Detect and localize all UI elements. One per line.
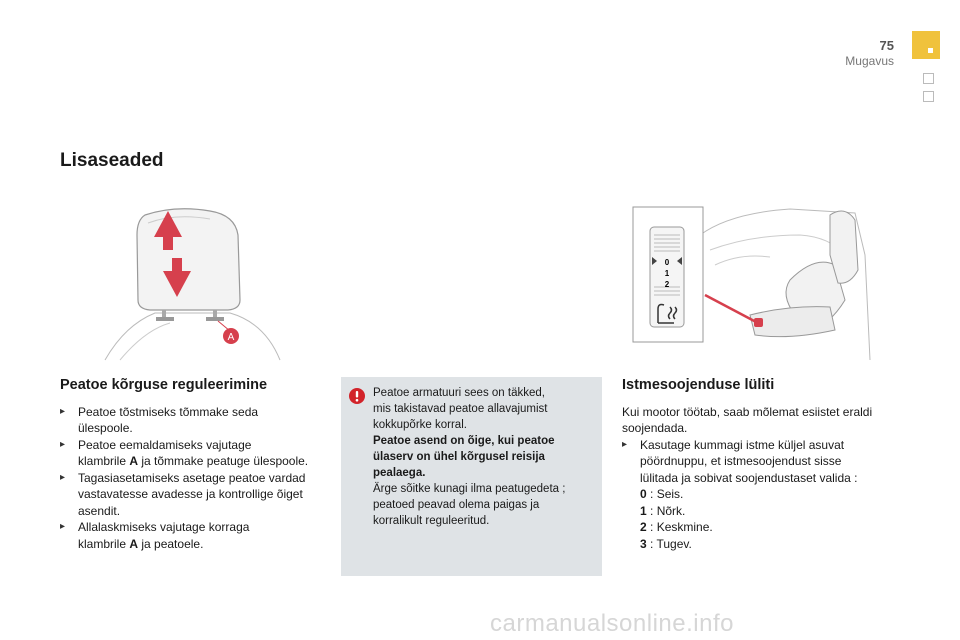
- clip-ref: A: [129, 536, 139, 551]
- warning-line: kokkupõrke korral.: [373, 419, 467, 431]
- headrest-illustration: A: [104, 208, 281, 361]
- seat-heater-title: Istmesoojenduse lüliti: [622, 377, 775, 393]
- level-label: : Tugev.: [646, 536, 692, 551]
- chapter-tab-active[interactable]: [912, 31, 940, 59]
- headrest-list: Peatoe tõstmiseks tõmmake seda ülespoole…: [60, 404, 325, 553]
- warning-line: peatoed peavad olema paigas ja: [373, 499, 540, 511]
- level-key: 3: [640, 536, 647, 551]
- warning-box: [341, 377, 602, 576]
- level-key: 1: [640, 503, 647, 518]
- list-item: Allalaskmiseks vajutage korraga klambril…: [60, 519, 325, 552]
- list-item: Peatoe tõstmiseks tõmmake seda ülespoole…: [60, 404, 325, 437]
- level-key: 2: [640, 520, 647, 534]
- item-text: klambrile: [78, 536, 130, 551]
- chapter-label: Mugavus: [845, 54, 894, 68]
- up-arrow-icon: [154, 211, 182, 250]
- chapter-tab[interactable]: [923, 73, 934, 84]
- item-line: Allalaskmiseks vajutage korraga: [78, 520, 250, 534]
- headrest-title: Peatoe kõrguse reguleerimine: [60, 377, 268, 393]
- seat-heater-list: Kasutage kummagi istme küljel asuvat pöö…: [622, 437, 897, 553]
- dial-label: 2: [665, 280, 670, 289]
- clip-label-a: [223, 328, 239, 344]
- page-number: 75: [879, 38, 894, 53]
- level-label: : Nõrk.: [646, 503, 686, 518]
- level-label: : Keskmine.: [646, 520, 713, 534]
- list-item: Kasutage kummagi istme küljel asuvat pöö…: [622, 437, 897, 553]
- item-line: ülespoole.: [78, 421, 133, 435]
- warning-line-bold: ülaserv on ühel kõrgusel reisija: [373, 451, 545, 463]
- item-line: klambrile A ja peatoele.: [78, 536, 325, 553]
- warning-line-bold: pealaega.: [373, 467, 426, 479]
- item-line: lülitada ja sobivat soojendustaset valid…: [640, 470, 858, 485]
- item-text: ja tõmmake peatuge ülespoole.: [138, 454, 309, 468]
- dial-label: 1: [665, 269, 670, 278]
- list-item: Tagasiasetamiseks asetage peatoe vardad …: [60, 470, 325, 520]
- down-arrow-icon: [163, 258, 191, 297]
- item-line: Kasutage kummagi istme küljel asuvat: [640, 437, 845, 452]
- item-line: Tagasiasetamiseks asetage peatoe vardad: [78, 470, 306, 485]
- item-text: klambrile: [78, 454, 130, 468]
- level-row: 3 : Tugev.: [640, 536, 897, 553]
- headrest-section: Peatoe kõrguse reguleerimine Peatoe tõst…: [60, 377, 325, 552]
- list-item: Peatoe eemaldamiseks vajutage klambrile …: [60, 437, 325, 470]
- warning-line: Peatoe armatuuri sees on täkked,: [373, 387, 545, 399]
- intro-line: soojendada.: [622, 421, 688, 435]
- warning-line: korralikult reguleeritud.: [373, 515, 490, 527]
- clip-ref: A: [129, 454, 139, 468]
- warning-text: Peatoe armatuuri sees on täkked, mis tak…: [373, 385, 593, 529]
- tab-dot: [928, 48, 933, 53]
- item-line: klambrile A ja tõmmake peatuge ülespoole…: [78, 453, 325, 470]
- level-key: 0: [640, 487, 647, 501]
- dial-label: 0: [665, 258, 670, 267]
- level-row: 2 : Keskmine.: [640, 519, 897, 536]
- watermark: carmanualsonline.info: [490, 610, 734, 637]
- warning-line-bold: Peatoe asend on õige, kui peatoe: [373, 435, 555, 447]
- warning-line: mis takistavad peatoe allavajumist: [373, 403, 548, 415]
- item-line: Peatoe tõstmiseks tõmmake seda: [78, 404, 259, 419]
- item-line: vastavatesse avadesse ja kontrollige õig…: [78, 487, 303, 501]
- level-row: 0 : Seis.: [640, 486, 897, 503]
- item-line: asendit.: [78, 503, 121, 518]
- seat-heat-icon: [657, 303, 678, 324]
- seat-heater-section: Istmesoojenduse lüliti Kui mootor töötab…: [622, 377, 897, 552]
- warning-icon: [349, 388, 365, 404]
- seat-heater-illustration: 0 1 2: [632, 206, 871, 361]
- level-row: 1 : Nõrk.: [640, 503, 897, 520]
- section-title: Lisaseaded: [60, 150, 164, 171]
- intro-line: Kui mootor töötab, saab mõlemat esiistet…: [622, 404, 873, 419]
- clip-label-a-text: A: [228, 332, 235, 343]
- seat-heater-intro: Kui mootor töötab, saab mõlemat esiistet…: [622, 404, 897, 437]
- item-line: Peatoe eemaldamiseks vajutage: [78, 437, 252, 452]
- chapter-tab[interactable]: [923, 91, 934, 102]
- warning-line: Ärge sõitke kunagi ilma peatugedeta ;: [373, 483, 566, 495]
- item-line: pöördnuppu, et istmesoojendust sisse: [640, 454, 842, 468]
- item-text: ja peatoele.: [138, 536, 204, 551]
- level-label: : Seis.: [646, 487, 684, 501]
